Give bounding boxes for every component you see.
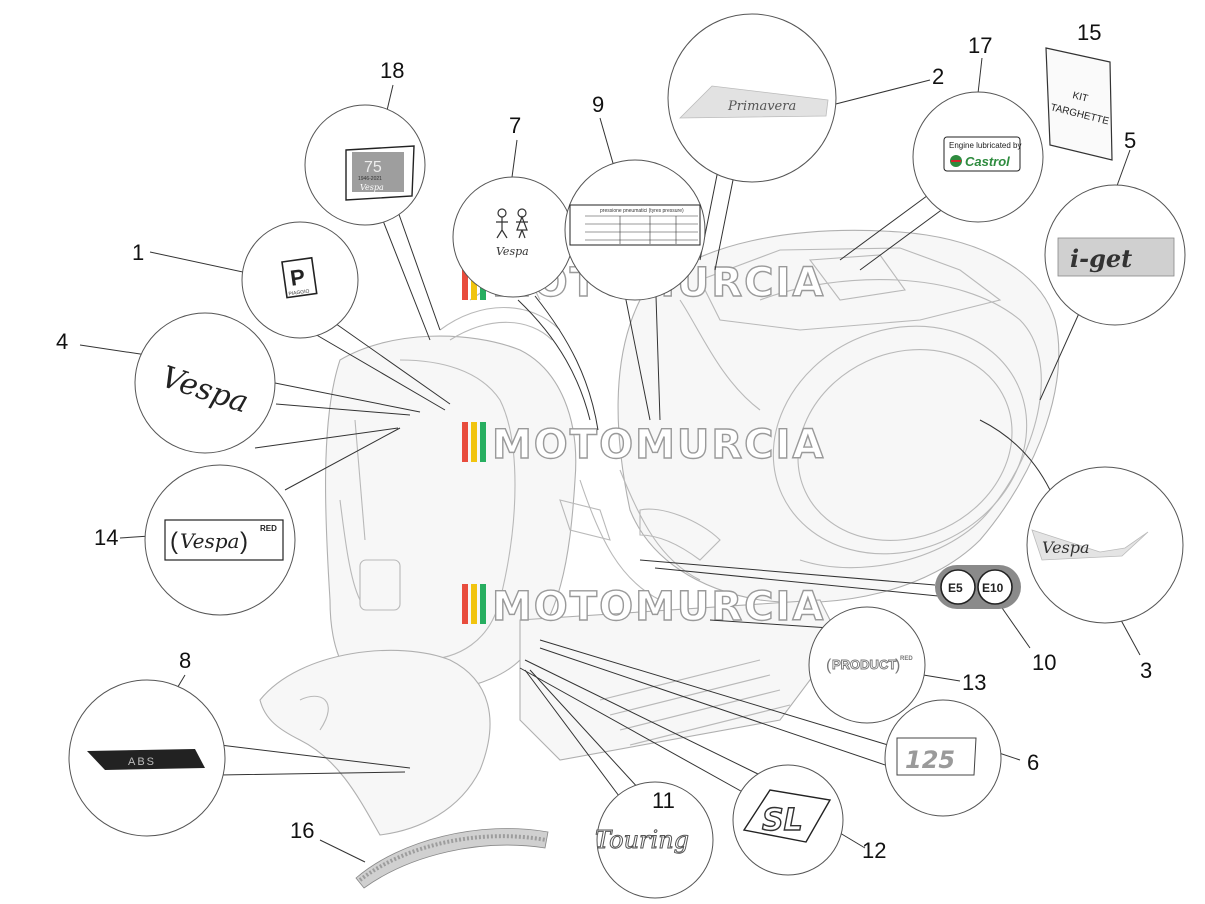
svg-text:): ) bbox=[240, 528, 248, 555]
watermark-text: MOTOMURCIA bbox=[492, 422, 825, 468]
watermark-2: MOTOMURCIA bbox=[462, 421, 825, 469]
callout-2: 2 bbox=[932, 64, 944, 89]
svg-text:P: P bbox=[289, 264, 307, 291]
svg-text:ABS: ABS bbox=[128, 756, 156, 768]
svg-text:Castrol: Castrol bbox=[965, 154, 1010, 169]
scooter-body-outline bbox=[259, 229, 1060, 836]
svg-text:75: 75 bbox=[364, 159, 382, 176]
svg-text:Vespa: Vespa bbox=[496, 245, 529, 258]
decal-14-vespa-red: ( Vespa ) RED bbox=[144, 464, 296, 616]
decal-10-fuel-e5-e10: E5 E10 bbox=[935, 565, 1021, 609]
decal-15-kit-targhette: KIT TARGHETTE bbox=[1045, 47, 1113, 161]
svg-text:PIAGGIO: PIAGGIO bbox=[288, 288, 310, 297]
watermark-3: MOTOMURCIA bbox=[462, 583, 825, 631]
decal-13-product-red: ( PRODUCT ) RED bbox=[808, 606, 926, 724]
callout-16: 16 bbox=[290, 818, 314, 843]
svg-text:pressione pneumatici (tyres pr: pressione pneumatici (tyres pressure) bbox=[600, 208, 684, 214]
svg-text:RED: RED bbox=[900, 656, 913, 662]
svg-text:Engine lubricated by: Engine lubricated by bbox=[949, 141, 1022, 150]
callout-7: 7 bbox=[509, 113, 521, 138]
svg-text:Vespa: Vespa bbox=[1042, 538, 1090, 557]
callout-18: 18 bbox=[380, 58, 404, 83]
decal-11-touring: Touring bbox=[595, 781, 714, 899]
callout-14: 14 bbox=[94, 525, 118, 550]
svg-text:SL: SL bbox=[762, 803, 803, 838]
svg-text:E5: E5 bbox=[948, 581, 963, 595]
children-figures-icon bbox=[496, 208, 528, 239]
watermark-text: MOTOMURCIA bbox=[492, 584, 825, 630]
callout-11: 11 bbox=[652, 788, 675, 813]
svg-text:E10: E10 bbox=[982, 581, 1004, 595]
svg-text:Touring: Touring bbox=[595, 826, 689, 854]
callout-3: 3 bbox=[1140, 658, 1152, 683]
callout-9: 9 bbox=[592, 92, 604, 117]
svg-text:i-get: i-get bbox=[1070, 244, 1132, 273]
callout-5: 5 bbox=[1124, 128, 1136, 153]
decal-8-abs: ABS bbox=[68, 679, 226, 837]
svg-text:Vespa: Vespa bbox=[360, 183, 384, 192]
decal-9-tyre-pressure: pressione pneumatici (tyres pressure) bbox=[564, 159, 706, 301]
svg-text:(: ( bbox=[170, 528, 178, 555]
callout-10: 10 bbox=[1032, 650, 1056, 675]
callout-4: 4 bbox=[56, 329, 68, 354]
watermark-group: MOTOMURCIA MOTOMURCIA MOTOMURCIA bbox=[462, 259, 825, 631]
decal-18-75-anniversary: 75 1946-2021 Vespa bbox=[304, 104, 426, 226]
decal-2-primavera: Primavera bbox=[667, 13, 837, 183]
decal-3-vespa-side: Vespa bbox=[1026, 466, 1184, 624]
svg-text:PRODUCT: PRODUCT bbox=[832, 657, 896, 672]
decal-1-piaggio-logo: P PIAGGIO bbox=[241, 221, 359, 339]
decal-4-vespa-script: Vespa bbox=[134, 312, 276, 454]
e5-badge bbox=[940, 569, 976, 605]
decal-16-fender-stripe bbox=[355, 828, 549, 889]
svg-text:RED: RED bbox=[260, 524, 277, 533]
svg-text:): ) bbox=[895, 657, 900, 674]
piaggio-p-icon bbox=[281, 256, 318, 299]
callout-12: 12 bbox=[862, 838, 886, 863]
callout-6: 6 bbox=[1027, 750, 1039, 775]
svg-text:1946-2021: 1946-2021 bbox=[358, 176, 382, 182]
callout-15: 15 bbox=[1077, 20, 1101, 45]
callout-17: 17 bbox=[968, 33, 992, 58]
decal-5-iget: i-get bbox=[1044, 184, 1186, 326]
callout-1: 1 bbox=[132, 240, 144, 265]
svg-text:(: ( bbox=[826, 657, 832, 674]
svg-text:Primavera: Primavera bbox=[727, 99, 796, 114]
svg-text:KIT: KIT bbox=[1071, 90, 1089, 104]
e10-badge bbox=[977, 569, 1013, 605]
decal-12-sl: SL bbox=[732, 764, 844, 876]
decal-7-children-vespa: Vespa bbox=[452, 176, 574, 298]
svg-text:Vespa: Vespa bbox=[180, 529, 239, 553]
decal-6-125: 125 bbox=[884, 699, 1002, 817]
callout-13: 13 bbox=[962, 670, 986, 695]
callout-numbers: 1 2 3 4 5 6 7 8 9 10 11 12 13 14 15 16 1… bbox=[56, 20, 1152, 863]
callout-8: 8 bbox=[179, 648, 191, 673]
svg-text:125: 125 bbox=[905, 746, 955, 774]
decal-17-castrol: Engine lubricated by Castrol bbox=[912, 91, 1044, 223]
